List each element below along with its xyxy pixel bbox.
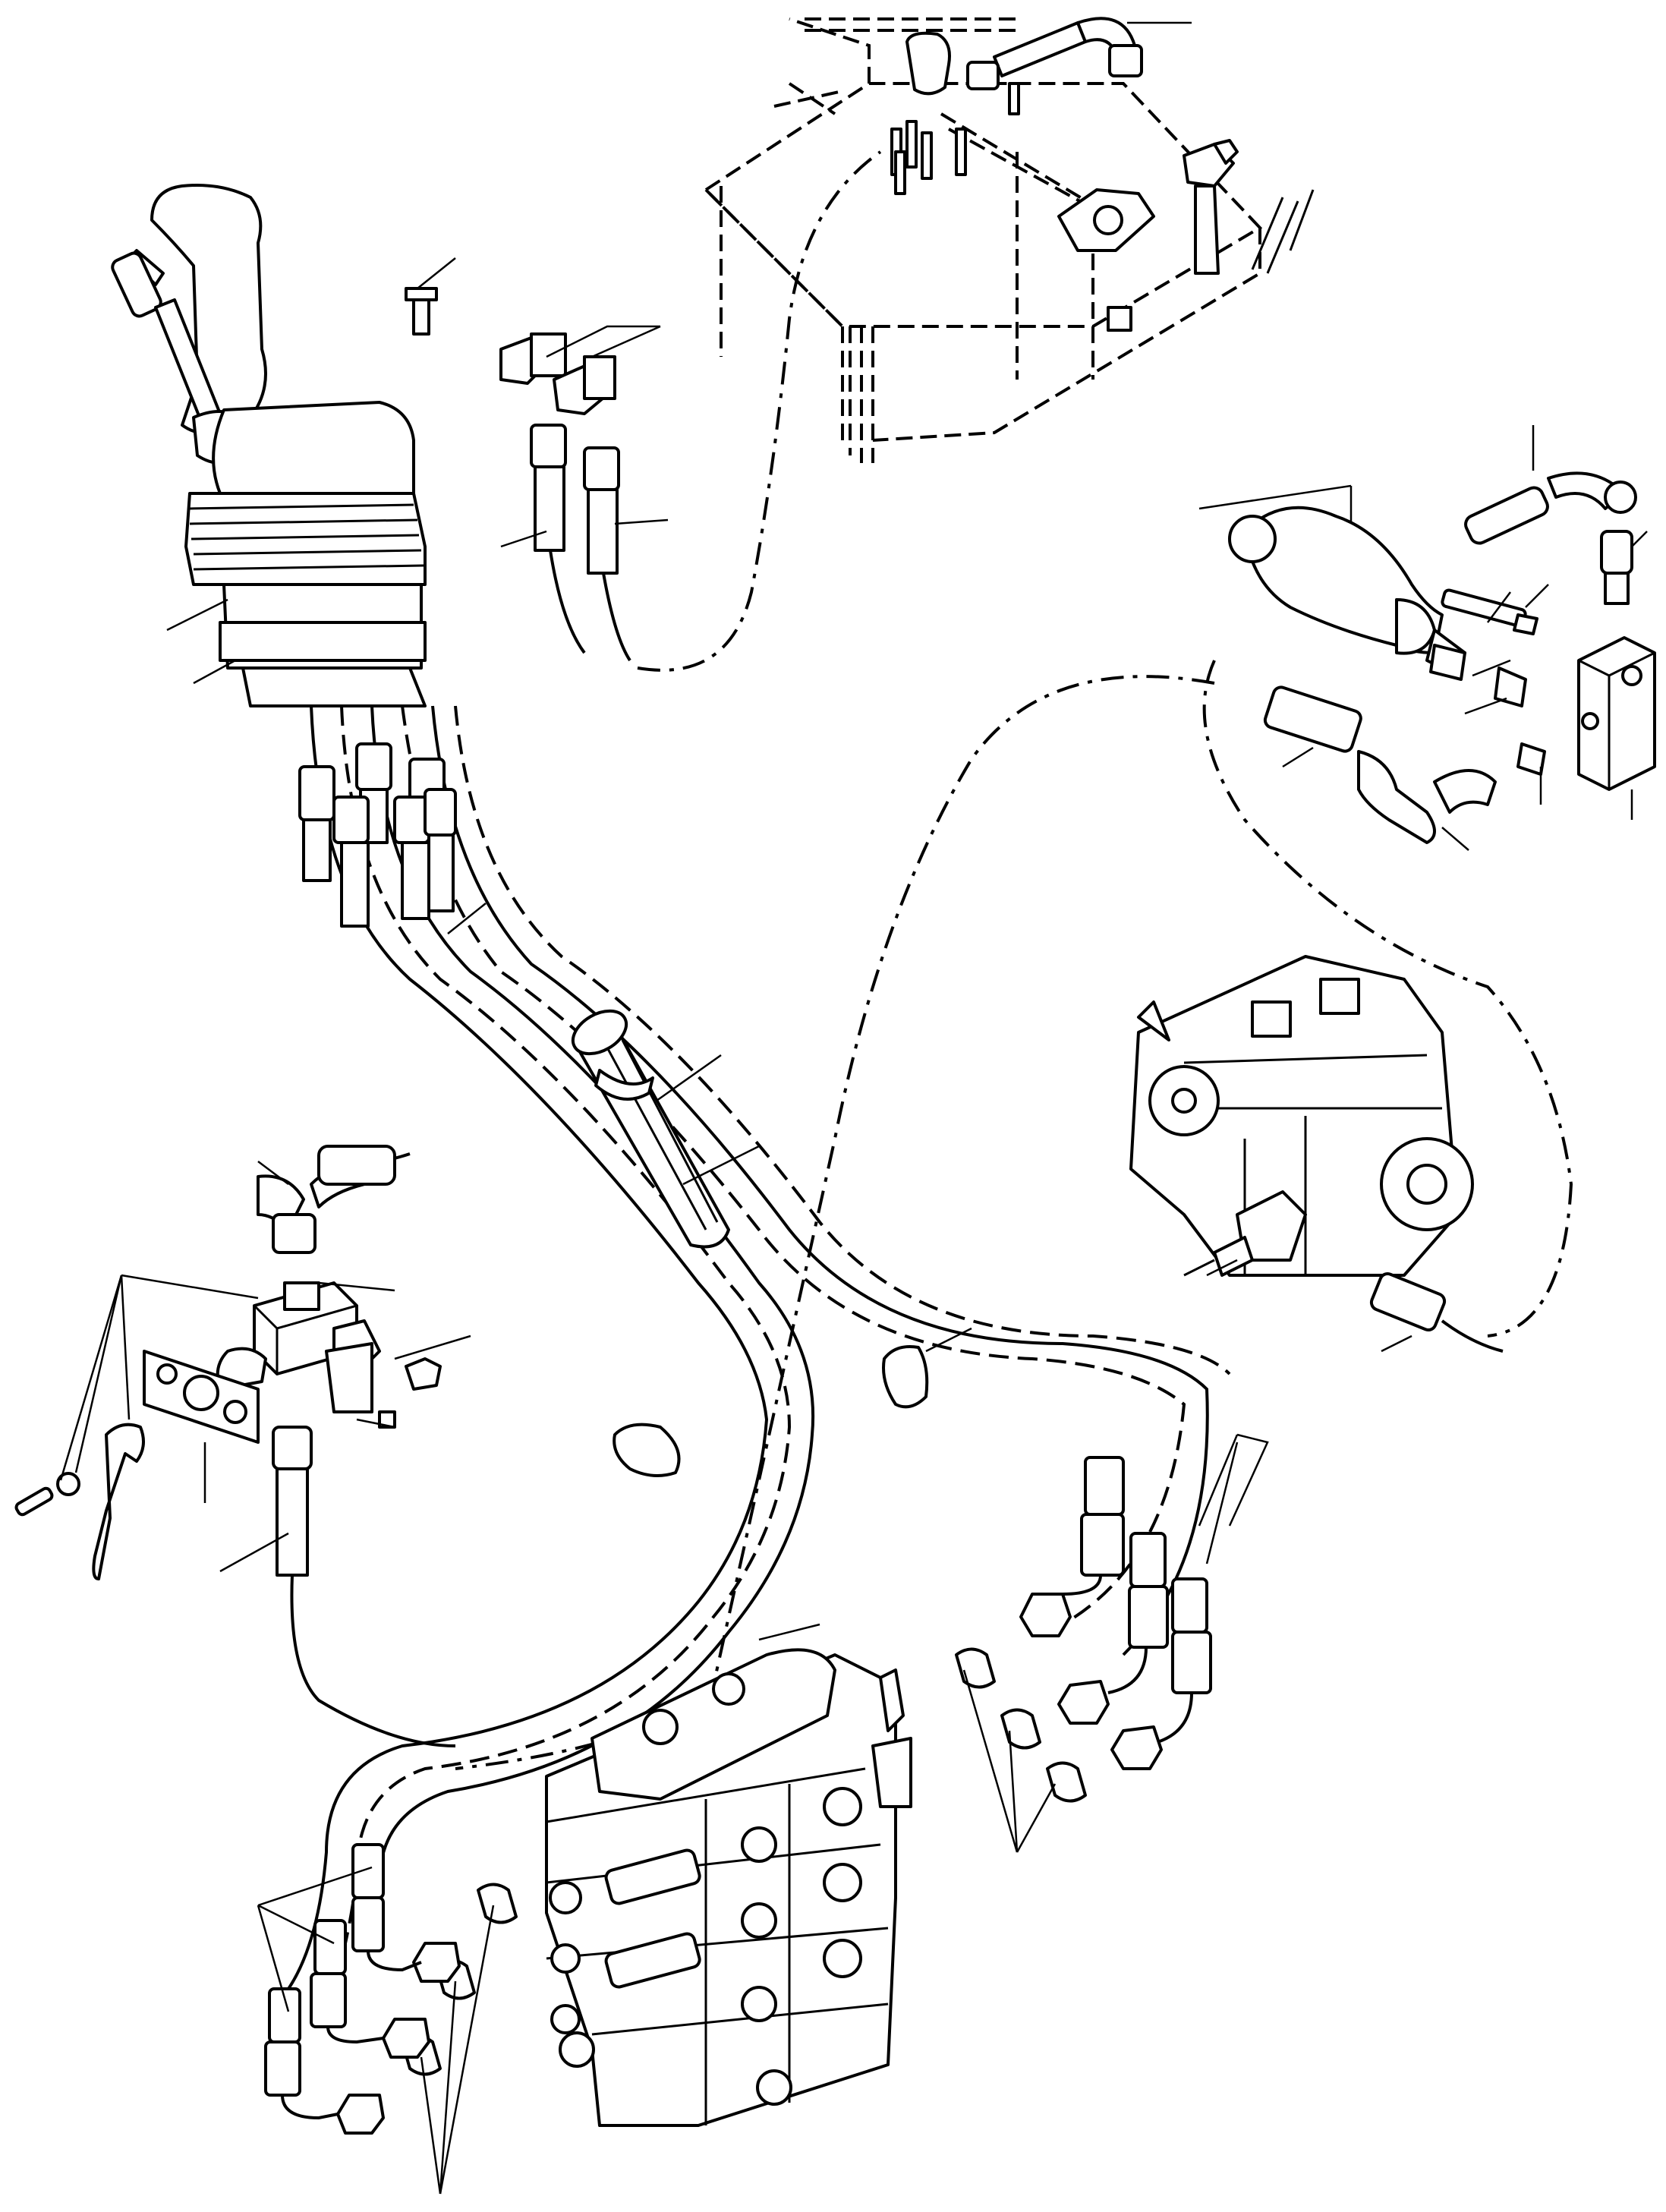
joystick-fittings <box>298 742 457 928</box>
protective-sleeve <box>571 1009 730 1249</box>
tee-fittings <box>405 150 882 672</box>
valve-port-fittings <box>264 1456 1212 2135</box>
hydraulic-pump <box>1129 955 1504 1353</box>
lock-valve-with-lever <box>14 1145 456 1747</box>
hydraulic-tank <box>703 17 1315 463</box>
callout-leaders <box>59 21 1648 2195</box>
hose-clamps <box>613 1345 929 1477</box>
control-valve-bank <box>545 1648 912 2127</box>
accumulator-block <box>455 471 1656 1770</box>
pilot-control-joystick <box>111 184 1231 2012</box>
